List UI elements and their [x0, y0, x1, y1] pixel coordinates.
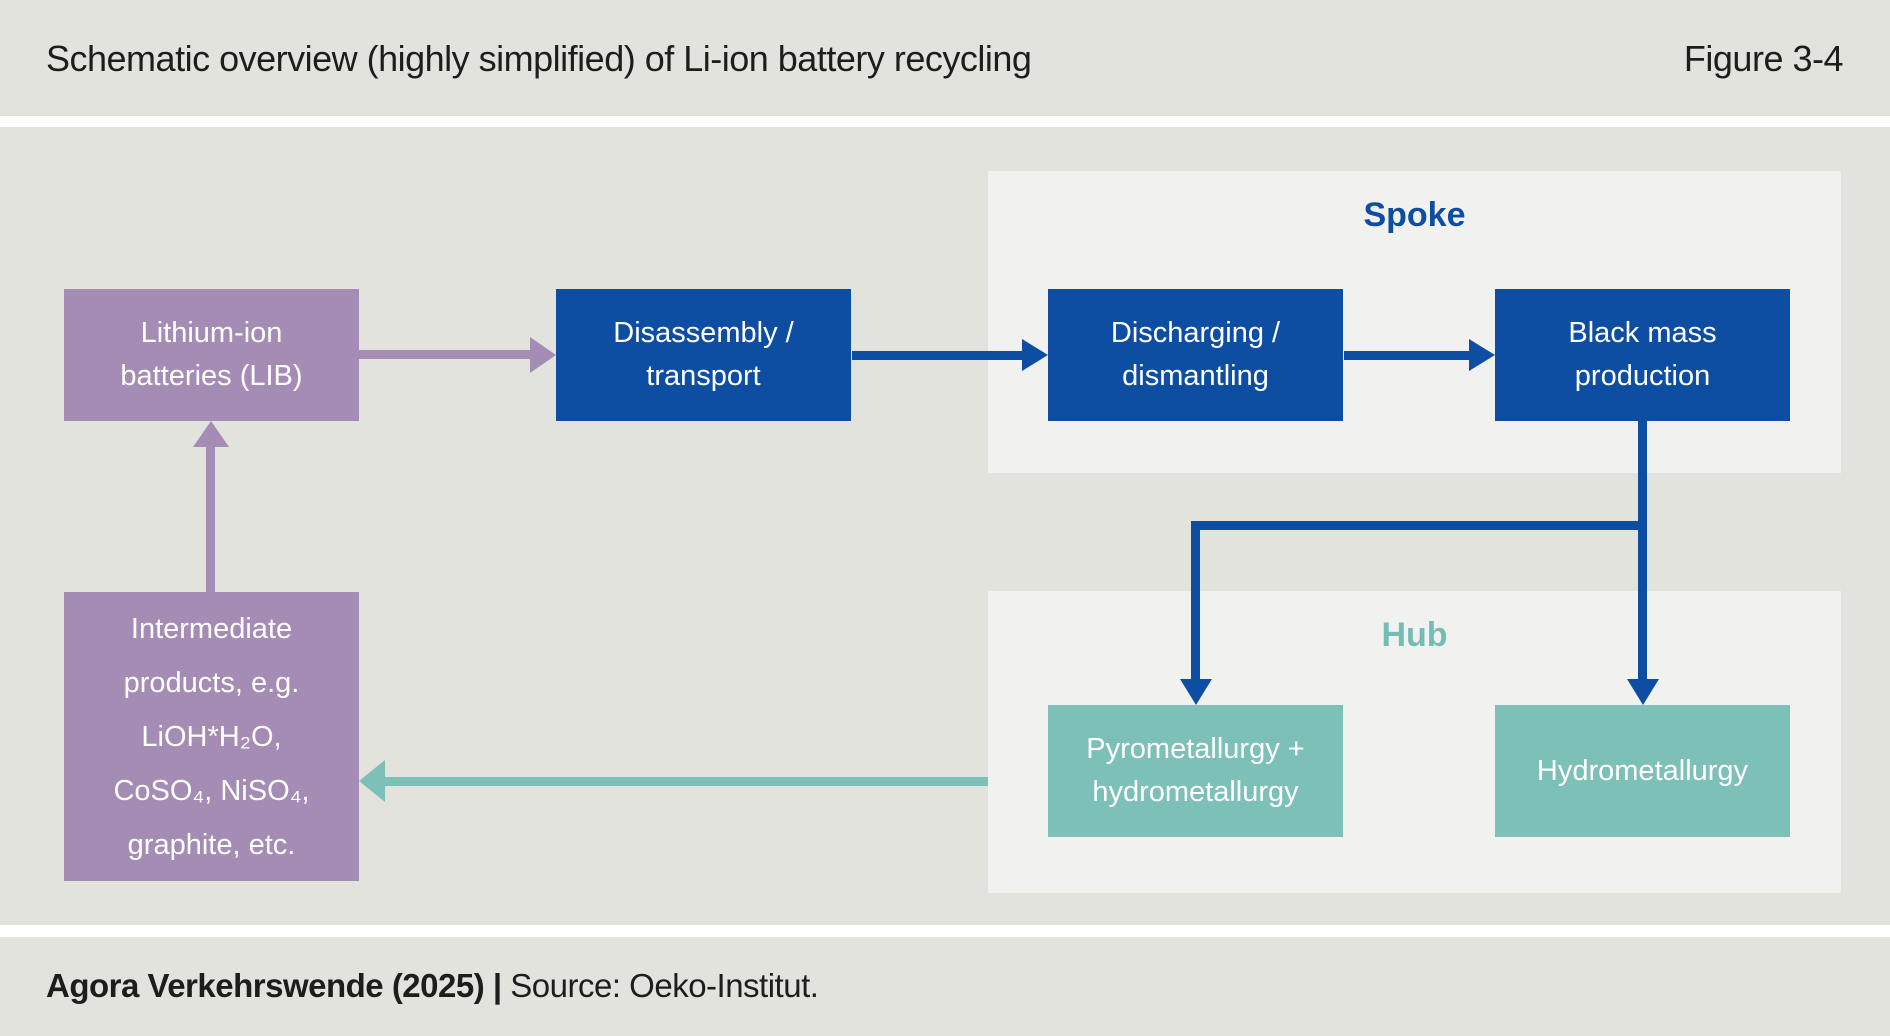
box-text-line: CoSO₄, NiSO₄,: [113, 774, 310, 807]
box-text-line: transport: [646, 360, 761, 392]
spoke-label: Spoke: [1363, 196, 1466, 234]
box-text-line: Hydrometallurgy: [1536, 754, 1749, 787]
arrowhead-right-icon: [530, 337, 556, 373]
source-text: Source: Oeko-Institut.: [501, 967, 819, 1004]
arrow-shaft: [852, 351, 1024, 360]
box-text-line: Intermediate: [130, 612, 293, 645]
disassembly-transport-box: Disassembly / transport: [556, 289, 851, 421]
diagram-canvas: Spoke Hub Lithium-ion batteries (LIB) Di…: [0, 127, 1890, 925]
arrow-shaft: [1344, 351, 1471, 360]
arrow-discharging-to-blackmass: [1344, 339, 1495, 371]
hub-label: Hub: [1381, 616, 1448, 654]
arrowhead-left-icon: [359, 760, 385, 802]
arrow-shaft: [383, 777, 988, 786]
discharging-dismantling-box: Discharging / dismantling: [1048, 289, 1343, 421]
box-text-line: graphite, etc.: [127, 828, 296, 861]
box-text-line: dismantling: [1122, 360, 1269, 392]
arrow-intermediate-to-lib: [193, 421, 229, 592]
arrowhead-down-icon: [1180, 679, 1212, 705]
figure-number: Figure 3-4: [1683, 38, 1844, 79]
top-divider-band: [0, 116, 1890, 127]
box-text-line: batteries (LIB): [120, 360, 303, 392]
arrowhead-down-icon: [1627, 679, 1659, 705]
box-text-line: Disassembly /: [613, 317, 794, 349]
title-bar: Schematic overview (highly simplified) o…: [0, 0, 1890, 116]
lithium-ion-batteries-box: Lithium-ion batteries (LIB): [64, 289, 359, 421]
arrowhead-up-icon: [193, 421, 229, 447]
source-line: Agora Verkehrswende (2025) | Source: Oek…: [46, 963, 819, 1009]
box-text-line: Black mass: [1568, 317, 1717, 349]
pyrometallurgy-hydrometallurgy-box: Pyrometallurgy + hydrometallurgy: [1048, 705, 1343, 837]
arrow-shaft: [359, 350, 532, 359]
box-text-line: Pyrometallurgy +: [1086, 733, 1305, 765]
box-text-line: products, e.g.: [123, 666, 300, 699]
black-mass-production-box: Black mass production: [1495, 289, 1790, 421]
intermediate-products-box: Intermediate products, e.g. LiOH*H₂O, Co…: [64, 592, 359, 881]
arrow-disassembly-to-discharging: [852, 339, 1048, 371]
arrowhead-right-icon: [1469, 339, 1495, 371]
box-text-line: Discharging /: [1110, 317, 1281, 349]
box-text-line: hydrometallurgy: [1092, 776, 1299, 808]
arrow-hub-to-intermediate: [359, 760, 988, 802]
box-text-line: LiOH*H₂O,: [141, 720, 282, 753]
connector-horizontal-segment: [1191, 521, 1647, 530]
box-text-line: production: [1574, 360, 1711, 392]
bottom-divider-band: [0, 925, 1890, 937]
connector-vertical-segment: [1638, 421, 1647, 679]
hydrometallurgy-box: Hydrometallurgy: [1495, 705, 1790, 837]
connector-vertical-segment: [1191, 521, 1200, 679]
source-attribution: Agora Verkehrswende (2025) |: [46, 967, 502, 1004]
box-text-line: Lithium-ion: [140, 317, 283, 349]
arrow-lib-to-disassembly: [359, 337, 556, 373]
arrowhead-right-icon: [1022, 339, 1048, 371]
arrow-shaft: [206, 445, 215, 592]
figure-title: Schematic overview (highly simplified) o…: [46, 38, 1032, 79]
